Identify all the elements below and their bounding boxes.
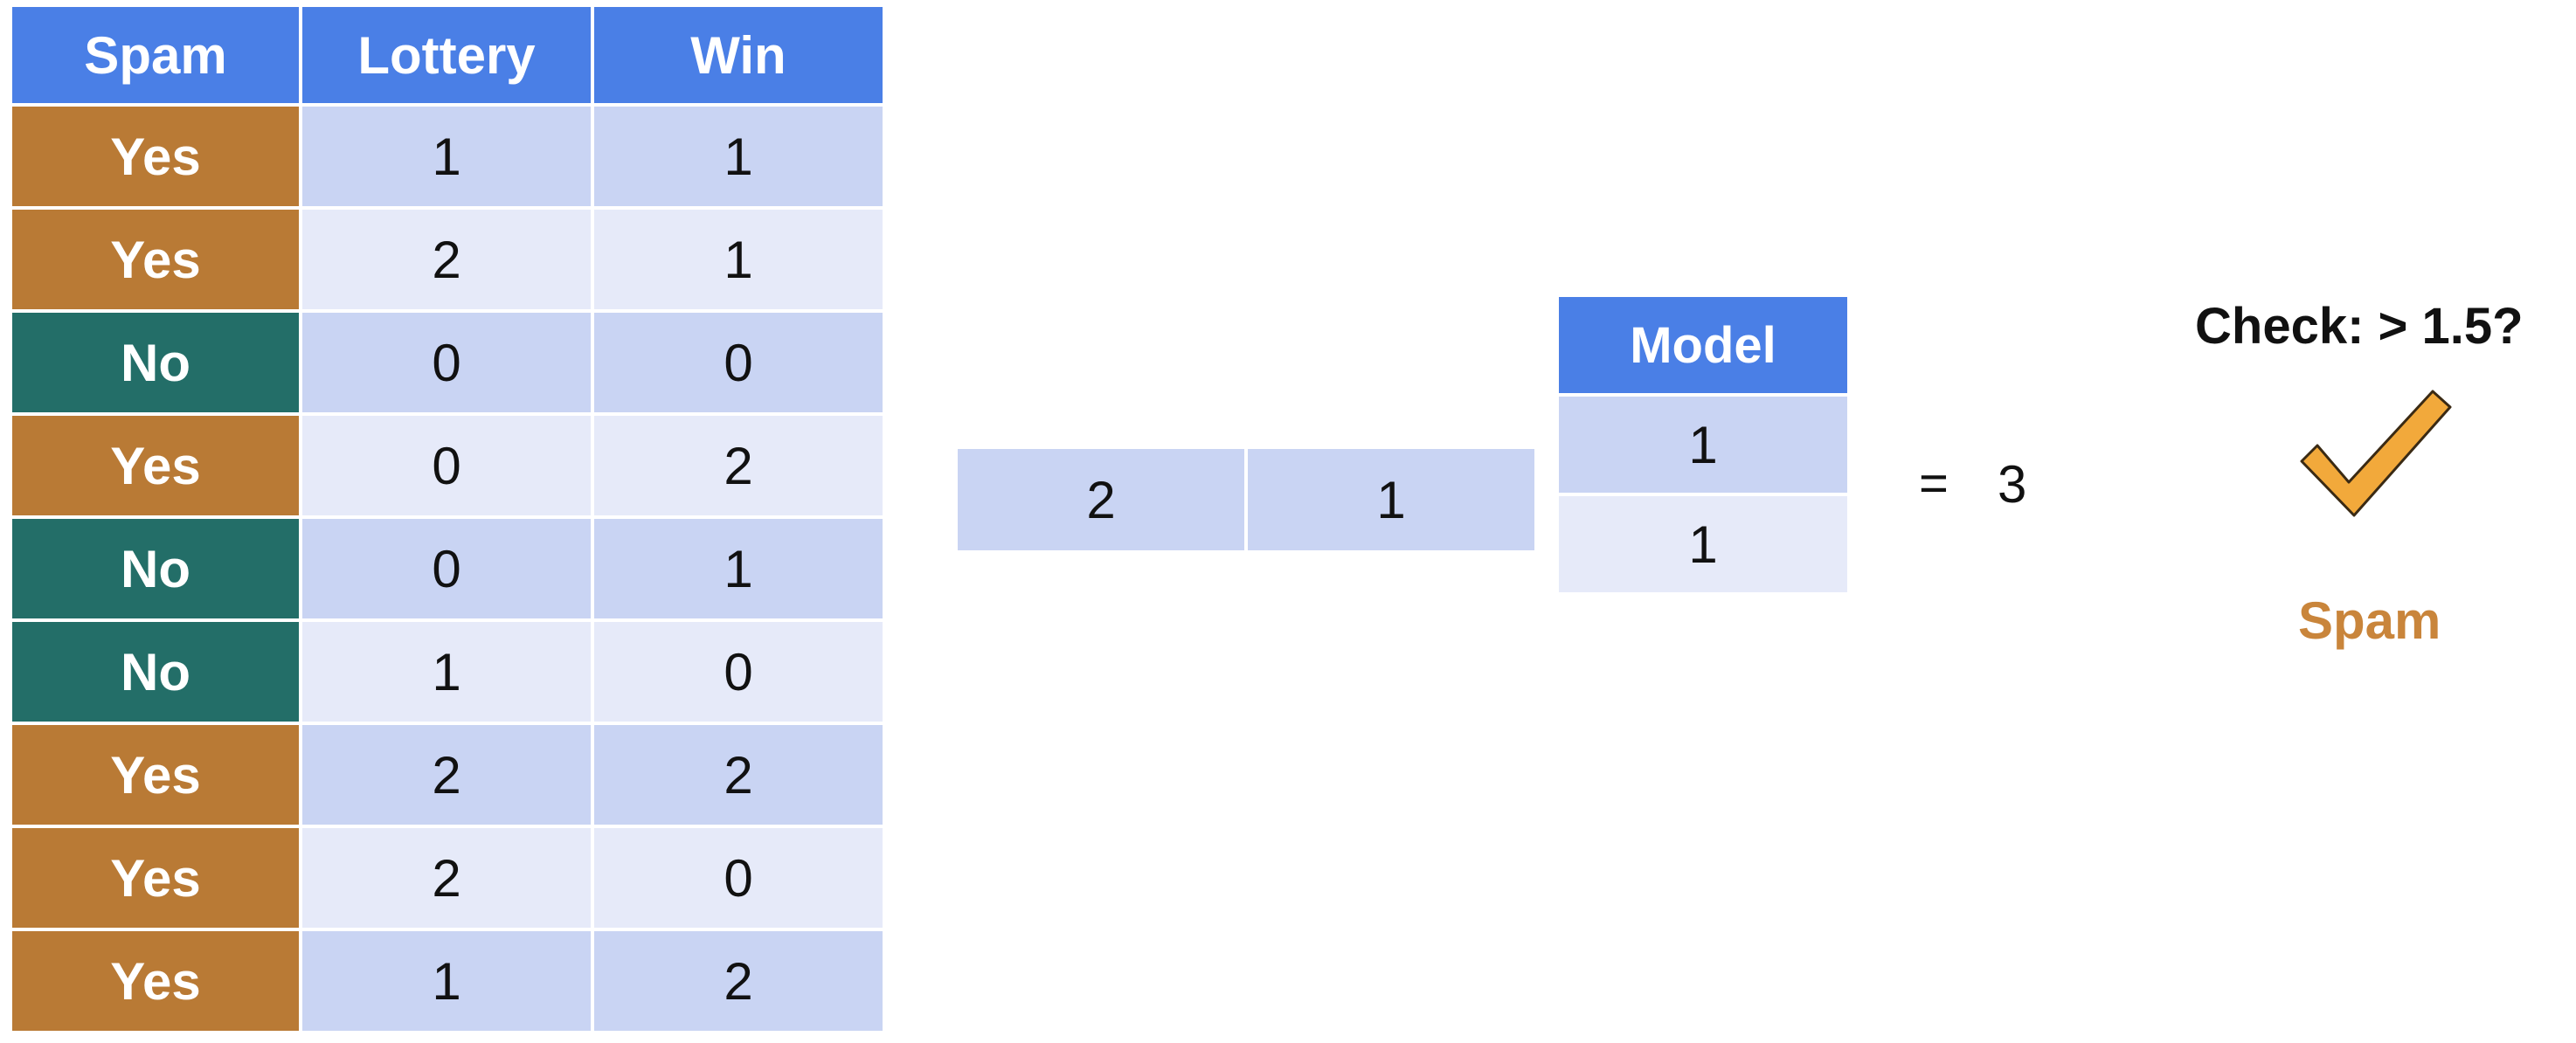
spam-label-cell: No [12, 313, 299, 412]
table-row: Yes 0 2 [12, 416, 883, 515]
spam-label-cell: Yes [12, 725, 299, 825]
table-row: Yes 1 2 [12, 931, 883, 1031]
header-lottery: Lottery [302, 7, 591, 103]
win-cell: 1 [594, 107, 883, 206]
spam-label-cell: Yes [12, 107, 299, 206]
lottery-cell: 1 [302, 107, 591, 206]
lottery-cell: 0 [302, 313, 591, 412]
win-cell: 1 [594, 519, 883, 618]
spam-label-cell: Yes [12, 828, 299, 928]
spam-label-cell: Yes [12, 416, 299, 515]
win-cell: 2 [594, 725, 883, 825]
lottery-cell: 2 [302, 210, 591, 309]
spam-label-cell: Yes [12, 210, 299, 309]
lottery-cell: 1 [302, 622, 591, 722]
table-row: Yes 2 1 [12, 210, 883, 309]
win-cell: 2 [594, 931, 883, 1031]
lottery-cell: 2 [302, 828, 591, 928]
spam-label-cell: No [12, 622, 299, 722]
table-row: No 1 0 [12, 622, 883, 722]
header-spam: Spam [12, 7, 299, 103]
win-cell: 0 [594, 622, 883, 722]
win-cell: 1 [594, 210, 883, 309]
decision-label: Spam [2298, 591, 2441, 650]
input-vector: 2 1 [958, 449, 1534, 550]
model-header: Model [1559, 297, 1847, 393]
input-win-value: 1 [1248, 449, 1534, 550]
checkmark-icon [2300, 390, 2452, 517]
model-weight-lottery: 1 [1559, 397, 1847, 493]
header-win: Win [594, 7, 883, 103]
spam-label-cell: Yes [12, 931, 299, 1031]
win-cell: 2 [594, 416, 883, 515]
win-cell: 0 [594, 313, 883, 412]
lottery-cell: 0 [302, 519, 591, 618]
lottery-cell: 2 [302, 725, 591, 825]
equals-sign: = [1919, 455, 1949, 512]
table-row: No 0 0 [12, 313, 883, 412]
threshold-check-label: Check: > 1.5? [2195, 298, 2524, 355]
spam-data-table: Spam Lottery Win Yes 1 1 Yes 2 1 No 0 0 … [9, 3, 886, 1034]
win-cell: 0 [594, 828, 883, 928]
lottery-cell: 0 [302, 416, 591, 515]
spam-label-cell: No [12, 519, 299, 618]
input-lottery-value: 2 [958, 449, 1244, 550]
table-row: Yes 2 2 [12, 725, 883, 825]
model-weight-win: 1 [1559, 496, 1847, 592]
table-row: Yes 2 0 [12, 828, 883, 928]
model-weights: Model 1 1 [1559, 297, 1847, 592]
lottery-cell: 1 [302, 931, 591, 1031]
score-result: 3 [1998, 455, 2027, 514]
table-row: No 0 1 [12, 519, 883, 618]
table-header-row: Spam Lottery Win [12, 7, 883, 103]
table-row: Yes 1 1 [12, 107, 883, 206]
